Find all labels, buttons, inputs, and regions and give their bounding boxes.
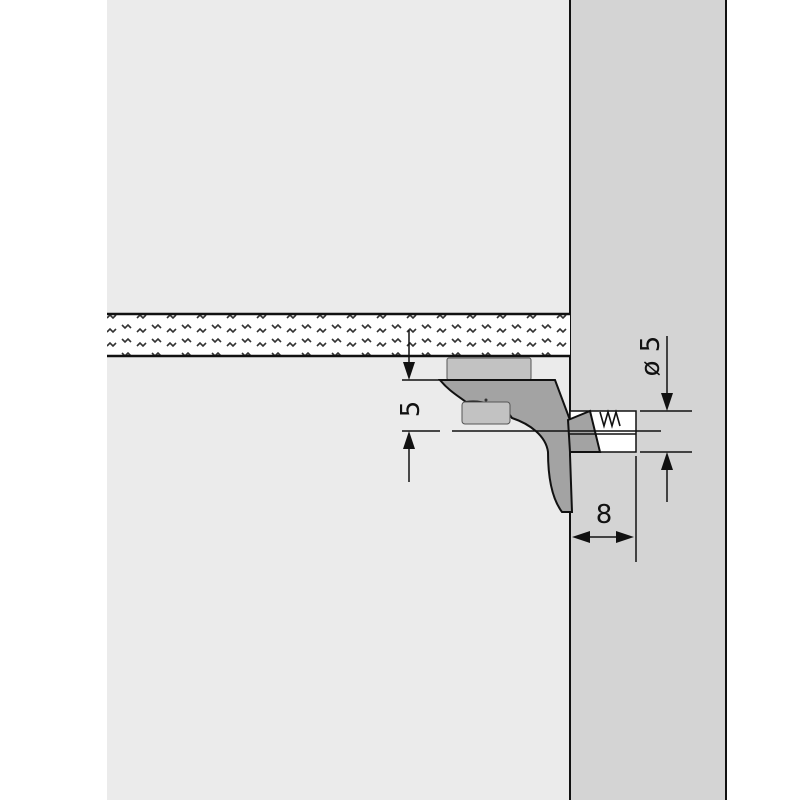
gap-arrow-top-head <box>403 362 415 380</box>
depth-arrow-right-head <box>616 531 634 543</box>
gap-arrow-bottom-head <box>403 431 415 449</box>
dimension-shelf-gap: 5 <box>396 401 426 418</box>
support-screw-dot <box>484 398 488 402</box>
support-pin-ribs <box>599 409 621 429</box>
depth-arrow-left-head <box>572 531 590 543</box>
shelf-support-body <box>437 379 574 513</box>
dia-arrow-bottom-head <box>661 452 673 470</box>
dimension-drill-depth: 8 <box>596 500 613 530</box>
dimension-hole-diameter: ø 5 <box>636 336 666 377</box>
wall-panel <box>570 0 726 800</box>
shelf-board <box>107 314 570 356</box>
dia-arrow-top-head <box>661 393 673 411</box>
support-screw-head <box>461 401 511 425</box>
support-pad <box>446 357 532 381</box>
